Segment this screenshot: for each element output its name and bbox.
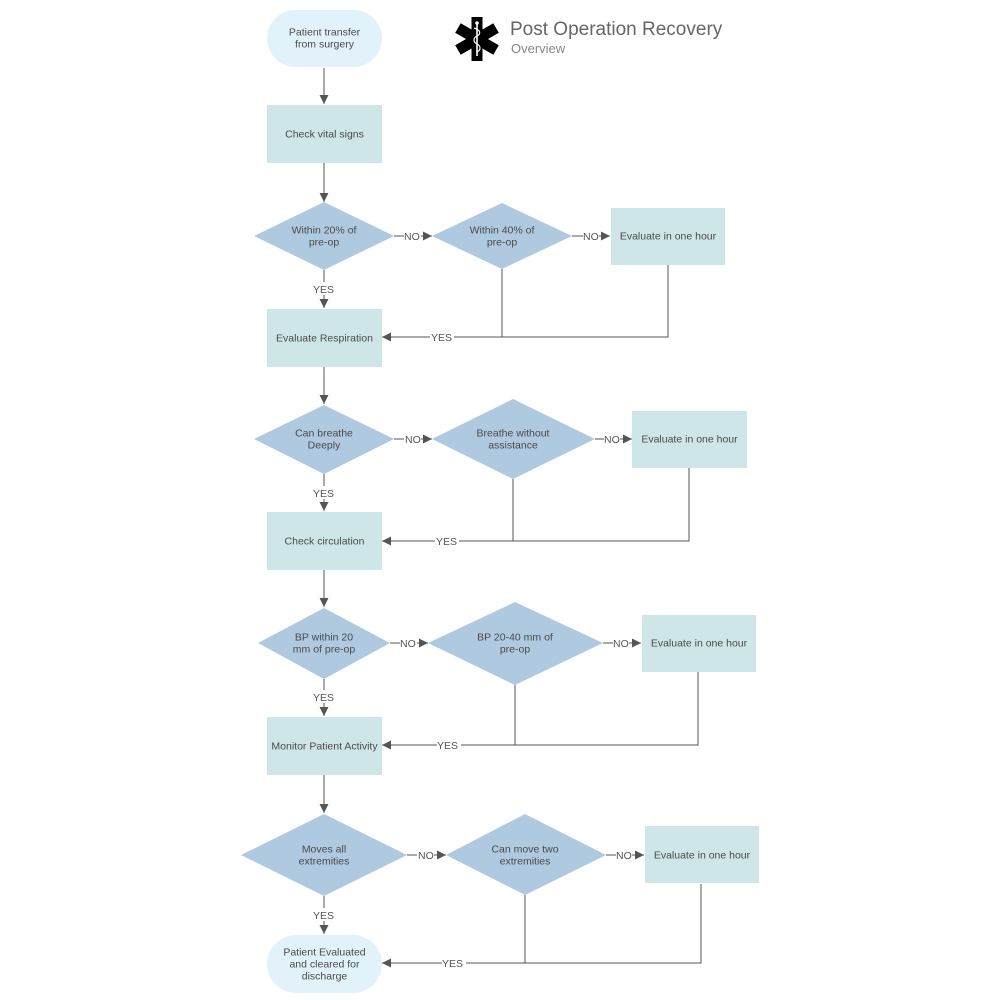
page-title: Post Operation Recovery [510,19,723,40]
edge-label-no: NO [616,850,632,862]
node-label-line: Evaluate in one hour [654,850,751,862]
node-label-line: Evaluate in one hour [620,231,717,243]
edge-label-no: NO [404,231,420,243]
node-label-line: pre-op [500,644,531,656]
evaluate-respiration-label: Evaluate Respiration [276,333,373,345]
edge-label-no: NO [583,231,599,243]
check-vitals-label: Check vital signs [285,129,364,141]
node-label-line: from surgery [295,39,355,51]
node-label-line: extremities [299,856,350,868]
node-label-line: Patient transfer [289,27,361,39]
edge-eval1-return [502,265,669,338]
edge-eval2-return [513,468,690,542]
node-label-line: Evaluate in one hour [651,638,748,650]
node-label-line: pre-op [487,237,518,249]
edge-label-yes: YES [313,910,334,922]
breathe-deeply-decision [254,405,394,474]
breathe-unassisted-decision [432,399,595,479]
node-label-line: Check vital signs [285,129,364,141]
edge-label-no: NO [613,638,629,650]
edge-label-no: NO [418,850,434,862]
node-label-line: Monitor Patient Activity [271,741,378,753]
star-of-life-icon [455,17,499,61]
node-label-line: Patient Evaluated [283,947,365,959]
edge-label-yes: YES [313,488,334,500]
edge-label-no: NO [604,434,620,446]
within20-decision [254,202,394,270]
evaluate-hour-label-1: Evaluate in one hour [620,231,717,243]
node-label-line: discharge [302,971,348,983]
edge-label-yes: YES [313,692,334,704]
node-label-line: mm of pre-op [293,644,356,656]
edge-label-no: NO [405,434,421,446]
evaluate-respiration-box [267,309,382,367]
evaluate-hour-box-1 [611,208,725,265]
node-label-line: Deeply [308,440,341,452]
evaluate-hour-label-2: Evaluate in one hour [641,434,738,446]
evaluate-hour-box-3 [642,615,756,672]
move-two-decision [446,814,606,895]
monitor-activity-label: Monitor Patient Activity [271,741,378,753]
node-label-line: Moves all [302,844,346,856]
evaluate-hour-label-3: Evaluate in one hour [651,638,748,650]
check-circulation-label: Check circulation [285,536,365,548]
node-label-line: pre-op [309,237,340,249]
edge-label-yes: YES [437,740,458,752]
node-label-line: Evaluate in one hour [641,434,738,446]
header: Post Operation Recovery Overview [455,17,723,61]
end-terminal [267,935,382,993]
page-subtitle: Overview [511,41,566,56]
node-label-line: Within 20% of [292,225,357,237]
edge-label-no: NO [400,638,416,650]
evaluate-hour-label-4: Evaluate in one hour [654,850,751,862]
evaluate-hour-box-2 [632,411,747,468]
bp2040-decision [428,602,603,685]
node-label-line: BP within 20 [295,632,353,644]
evaluate-hour-box-4 [645,826,759,883]
start-terminal [267,10,382,67]
edge-label-yes: YES [436,536,457,548]
edge-label-yes: YES [431,332,452,344]
edge-eval3-return [515,672,699,746]
edge-label-yes: YES [442,958,463,970]
monitor-activity-box [267,717,382,775]
node-label-line: BP 20-40 mm of [477,632,553,644]
edge-eval4-return [525,884,702,964]
check-vitals-box [267,105,382,163]
within40-decision [432,203,572,269]
node-label-line: Can breathe [295,428,353,440]
node-label-line: assistance [488,440,538,452]
node-label-line: extremities [500,856,551,868]
node-label-line: Breathe without [477,428,550,440]
node-label-line: and cleared for [289,959,360,971]
node-label-line: Check circulation [285,536,365,548]
node-label-line: Can move two [491,844,558,856]
moves-all-decision [241,814,407,896]
node-label-line: Within 40% of [470,225,535,237]
edge-labels: NO NO YES YES NO NO YES YES NO NO YES YE… [312,229,632,970]
bp20-decision [258,608,390,679]
edge-label-yes: YES [313,284,334,296]
node-label-line: Evaluate Respiration [276,333,373,345]
check-circulation-box [267,512,382,570]
